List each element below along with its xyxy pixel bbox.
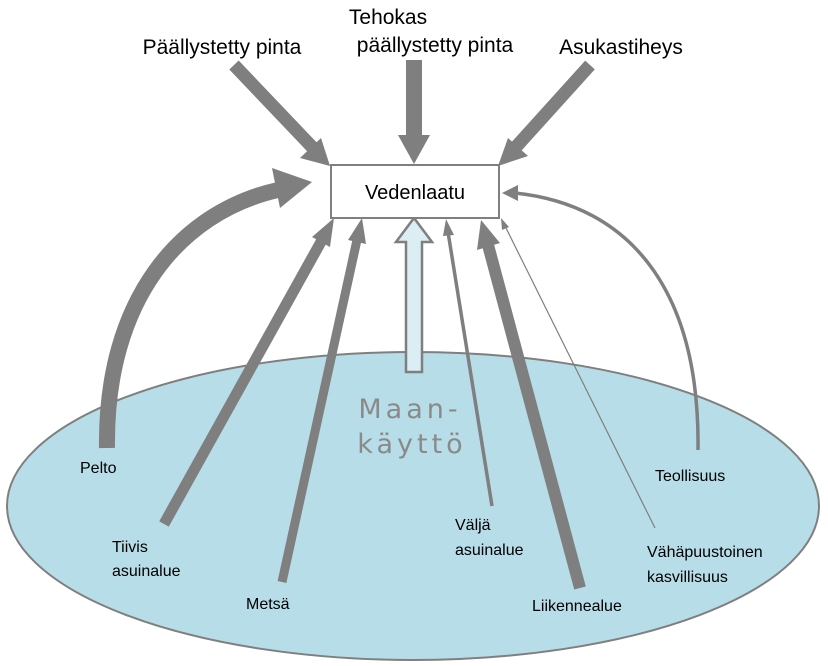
arrowhead-paved	[300, 138, 330, 166]
label-sparse-veg-line1: Vähäpuustoinen	[647, 544, 763, 561]
label-sparse-line2: asuinalue	[455, 542, 524, 559]
arrow-industry	[514, 191, 700, 451]
arrow-land-use	[393, 215, 435, 374]
label-dense-line1: Tiivis	[112, 539, 148, 556]
arrow-sparse-vegetation	[505, 227, 656, 529]
label-traffic: Liikennealue	[532, 598, 622, 615]
label-dense-line2: asuinalue	[112, 563, 181, 580]
arrowhead-sparse-vegetation	[501, 218, 509, 230]
label-sparse-line1: Väljä	[455, 517, 491, 534]
arrow-dense-residential	[159, 237, 327, 527]
arrowhead-traffic	[477, 220, 500, 250]
arrowhead-effective-paved	[398, 135, 430, 164]
arrow-sparse-residential	[446, 231, 494, 507]
label-sparse-veg-line2: kasvillisuus	[647, 569, 728, 586]
arrow-population	[510, 60, 595, 153]
label-field: Pelto	[80, 460, 117, 477]
arrowhead-industry	[502, 185, 518, 201]
arrow-field	[98, 182, 280, 449]
arrow-traffic	[482, 243, 586, 590]
label-effective-paved-line2: päällystetty pinta	[357, 34, 514, 57]
land-use-line1: Maan-	[358, 394, 461, 425]
arrow-forest	[277, 239, 362, 583]
label-industry: Teollisuus	[655, 468, 725, 485]
land-use-line2: käyttö	[357, 429, 466, 460]
arrowhead-population	[498, 138, 528, 166]
arrow-paved	[229, 60, 318, 153]
water-quality-box	[330, 164, 500, 219]
label-population-density: Asukastiheys	[559, 36, 683, 59]
arrowhead-dense-residential	[312, 218, 334, 247]
label-effective-paved-line1: Tehokas	[349, 6, 427, 29]
arrowhead-field	[272, 168, 312, 208]
water-quality-label: Vedenlaatu	[365, 182, 465, 204]
label-paved-surface: Päällystetty pinta	[143, 36, 302, 59]
arrowhead-sparse-residential	[443, 219, 454, 236]
arrowhead-forest	[348, 218, 366, 244]
label-forest: Metsä	[246, 596, 290, 613]
